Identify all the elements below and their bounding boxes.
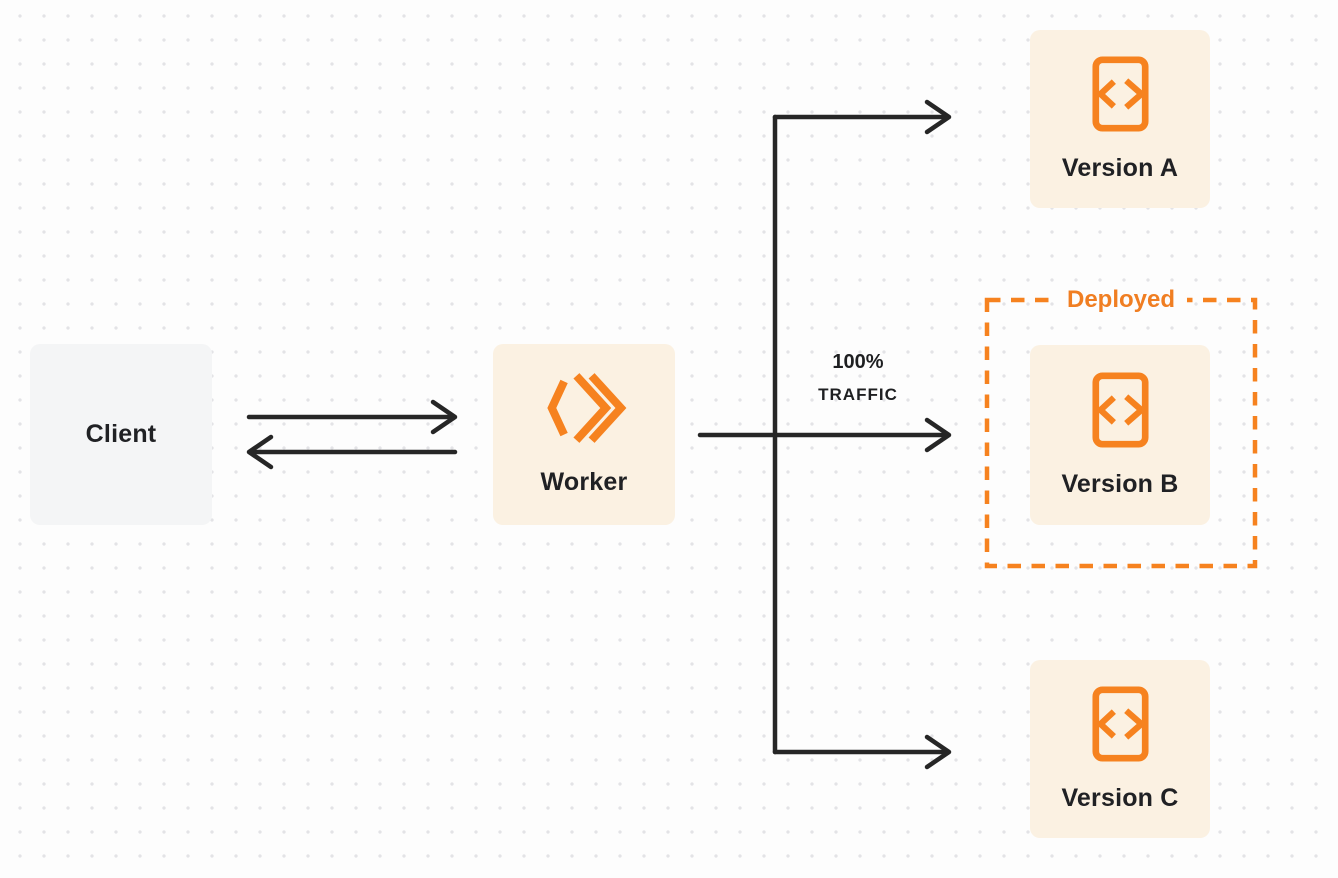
traffic-word-text: TRAFFIC	[818, 385, 898, 404]
deployed-label: Deployed	[1054, 284, 1188, 316]
right-arrowhead-icon	[924, 734, 952, 770]
version-c-label: Version C	[1061, 783, 1179, 812]
traffic-annotation: 100% TRAFFIC	[818, 351, 898, 405]
worker-label: Worker	[540, 468, 628, 496]
right-arrowhead-icon	[430, 399, 458, 435]
left-arrowhead-icon	[246, 434, 274, 470]
version-a-label: Version A	[1061, 153, 1179, 182]
right-arrowhead-icon	[924, 99, 952, 135]
version-b-label: Version B	[1061, 469, 1179, 498]
code-file-icon	[1091, 371, 1149, 448]
client-label: Client	[85, 420, 157, 448]
code-file-icon	[1091, 55, 1149, 132]
worker-node: Worker	[493, 344, 675, 525]
version-c-node: Version C	[1030, 660, 1210, 838]
client-node: Client	[30, 344, 212, 525]
code-file-icon	[1091, 685, 1149, 762]
version-b-node: Version B	[1030, 345, 1210, 525]
right-arrowhead-icon	[924, 417, 952, 453]
version-a-node: Version A	[1030, 30, 1210, 208]
cloudflare-workers-icon	[546, 372, 627, 444]
traffic-percent-text: 100%	[832, 351, 884, 373]
